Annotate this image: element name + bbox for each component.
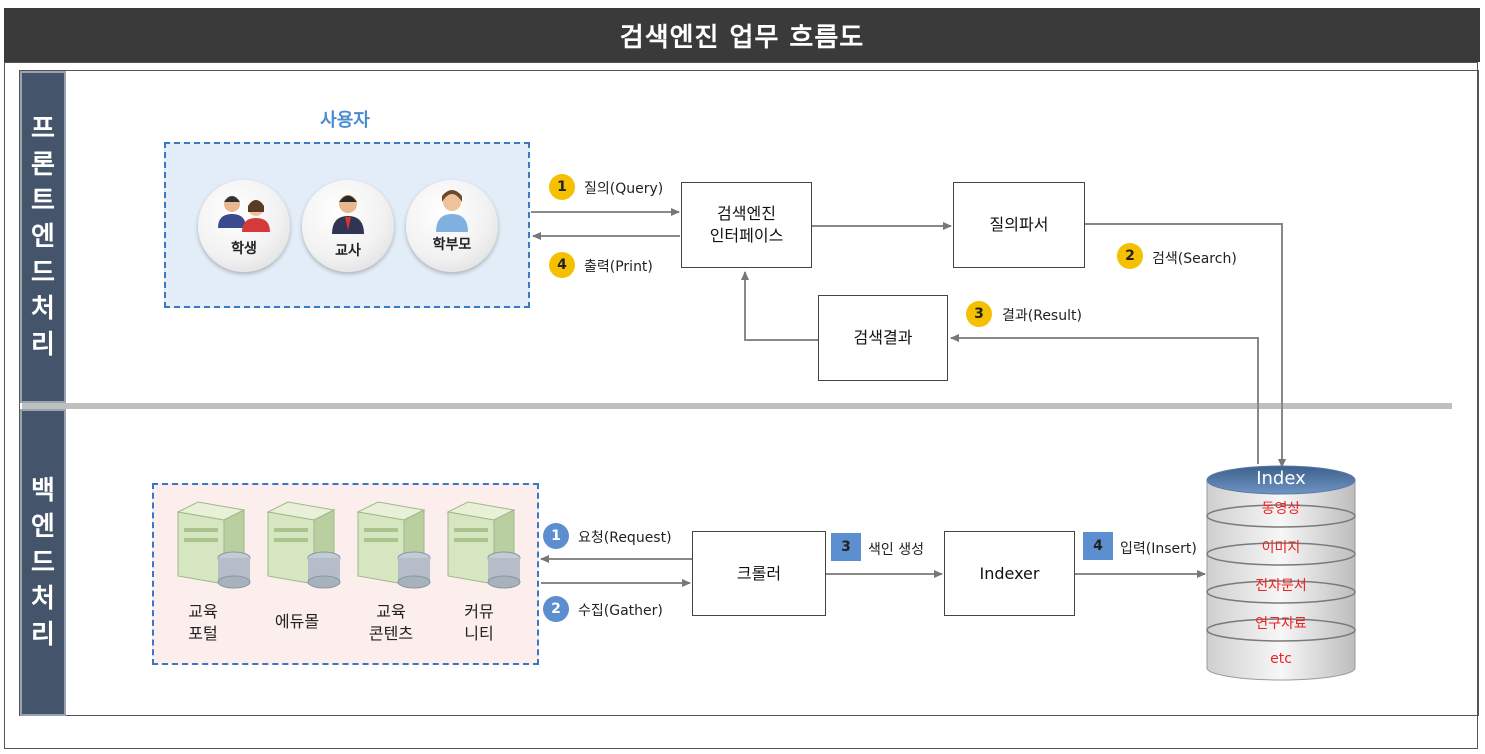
inner-frame <box>19 70 1479 716</box>
step-label: 색인 생성 <box>868 542 924 558</box>
server-icon <box>446 501 521 589</box>
server-icon <box>266 501 341 589</box>
step-label: 결과(Result) <box>1002 308 1082 324</box>
step-badge: 1 <box>543 523 569 549</box>
frontend-section-label: 프 론 트 엔 드 처 리 <box>20 71 66 403</box>
user-label: 학생 <box>231 241 257 257</box>
index-database-icon <box>1206 465 1356 681</box>
crawler-box: 크롤러 <box>692 531 826 616</box>
students-icon <box>218 196 270 232</box>
indexer-box: Indexer <box>944 531 1075 616</box>
server-icon <box>176 501 251 589</box>
user-parent <box>406 180 498 272</box>
backend-char: 리 <box>31 619 55 650</box>
backend-section-label: 백 엔 드 처 리 <box>20 409 66 716</box>
users-label: 사용자 <box>320 110 370 131</box>
index-layer: 이미지 <box>1261 540 1301 556</box>
box-label: 크롤러 <box>736 563 782 583</box>
box-label: 검색결과 <box>853 328 913 347</box>
step-label: 출력(Print) <box>584 259 653 275</box>
backend-char: 엔 <box>31 511 55 542</box>
box-label: 질의파서 <box>989 215 1049 234</box>
index-layer: 전자문서 <box>1255 578 1307 594</box>
frontend-char: 프 <box>31 114 55 144</box>
step-badge: 2 <box>543 596 569 622</box>
step-badge: 3 <box>966 301 992 327</box>
teacher-icon <box>332 195 364 234</box>
index-title: Index <box>1256 468 1306 489</box>
user-label: 교사 <box>335 243 361 259</box>
user-student <box>198 180 290 272</box>
frontend-char: 트 <box>31 186 55 216</box>
box-label: 검색엔진 <box>717 204 776 223</box>
query-parser-box: 질의파서 <box>953 182 1085 268</box>
parent-icon <box>436 190 468 232</box>
server-label: 에듀몰 <box>274 612 320 631</box>
step-label: 질의(Query) <box>584 181 664 197</box>
index-layer: 동영상 <box>1261 501 1301 517</box>
step-label: 검색(Search) <box>1152 251 1237 267</box>
user-teacher <box>302 180 394 272</box>
section-divider <box>22 403 1452 409</box>
backend-char: 백 <box>31 475 55 506</box>
step-badge: 4 <box>549 252 575 278</box>
box-label: 인터페이스 <box>709 226 784 245</box>
result-arrow <box>950 334 1259 464</box>
frontend-char: 처 <box>31 294 55 324</box>
box-label: Indexer <box>979 563 1040 583</box>
search-interface-box: 검색엔진 인터페이스 <box>681 182 812 268</box>
user-label: 학부모 <box>432 237 472 253</box>
frontend-char: 리 <box>31 330 55 360</box>
backend-char: 처 <box>31 583 55 614</box>
step-badge: 4 <box>1083 532 1113 560</box>
step-badge: 1 <box>549 174 575 200</box>
search-result-box: 검색결과 <box>818 295 948 381</box>
search-arrow <box>1085 223 1286 468</box>
step-badge: 2 <box>1117 243 1143 269</box>
result-to-interface-arrow <box>741 271 818 341</box>
index-layer: 연구자료 <box>1255 616 1307 632</box>
server-icon <box>356 501 431 589</box>
step-label: 수집(Gather) <box>578 603 663 619</box>
backend-char: 드 <box>31 547 55 578</box>
index-layer: etc <box>1270 651 1292 667</box>
step-label: 요청(Request) <box>578 530 672 546</box>
outer-frame <box>4 62 1478 749</box>
step-badge: 3 <box>831 533 861 561</box>
frontend-char: 엔 <box>31 222 55 252</box>
page-title: 검색엔진 업무 흐름도 <box>4 8 1480 62</box>
frontend-char: 론 <box>31 150 55 180</box>
step-label: 입력(Insert) <box>1120 541 1197 557</box>
frontend-char: 드 <box>31 258 55 288</box>
